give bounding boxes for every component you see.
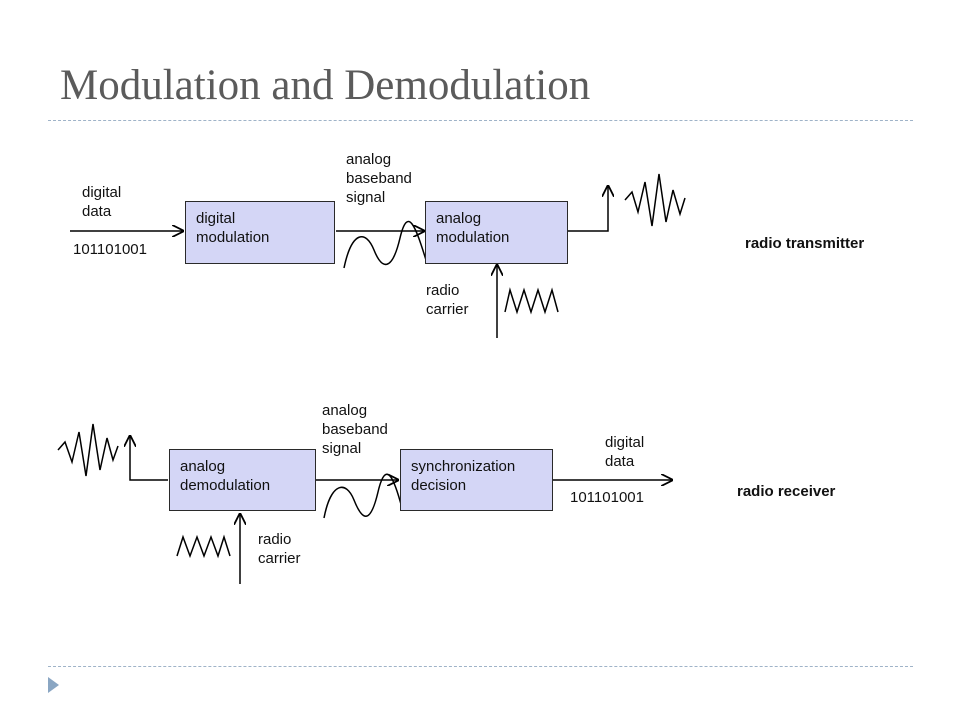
arrow-up-icon xyxy=(130,436,168,481)
digital-modulation-label: digital modulation xyxy=(196,210,270,246)
waveform-icon xyxy=(504,287,559,315)
transmitter-section-label: radio transmitter xyxy=(745,235,865,252)
transmitter-carrier-label: radio carrier xyxy=(426,282,469,318)
receiver-section-label: radio receiver xyxy=(737,483,836,500)
analog-demodulation-box: analog demodulation xyxy=(169,449,316,511)
receiver-output-label: digital data xyxy=(605,434,645,470)
waveform-icon xyxy=(57,423,119,477)
waveform-icon xyxy=(624,173,686,227)
synchronization-decision-box: synchronization decision xyxy=(400,449,553,511)
receiver-carrier-label: radio carrier xyxy=(258,531,301,567)
digital-modulation-box: digital modulation xyxy=(185,201,335,264)
arrow-up-icon xyxy=(568,186,608,232)
waveform-icon xyxy=(176,534,231,559)
title-separator xyxy=(48,120,913,121)
receiver-baseband-label: analog baseband signal xyxy=(322,402,388,457)
synchronization-decision-label: synchronization decision xyxy=(411,458,516,494)
waveform-icon xyxy=(343,220,427,269)
waveform-icon xyxy=(323,473,403,519)
receiver-output-bits: 101101001 xyxy=(570,489,644,506)
analog-demodulation-label: analog demodulation xyxy=(180,458,271,494)
transmitter-input-bits: 101101001 xyxy=(73,241,147,258)
transmitter-input-label: digital data xyxy=(82,184,122,220)
nav-triangle-icon[interactable] xyxy=(48,677,59,693)
page-title: Modulation and Demodulation xyxy=(60,62,591,109)
transmitter-baseband-label: analog baseband signal xyxy=(346,151,412,206)
analog-modulation-label: analog modulation xyxy=(436,210,510,246)
footer-separator xyxy=(48,666,913,667)
analog-modulation-box: analog modulation xyxy=(425,201,568,264)
